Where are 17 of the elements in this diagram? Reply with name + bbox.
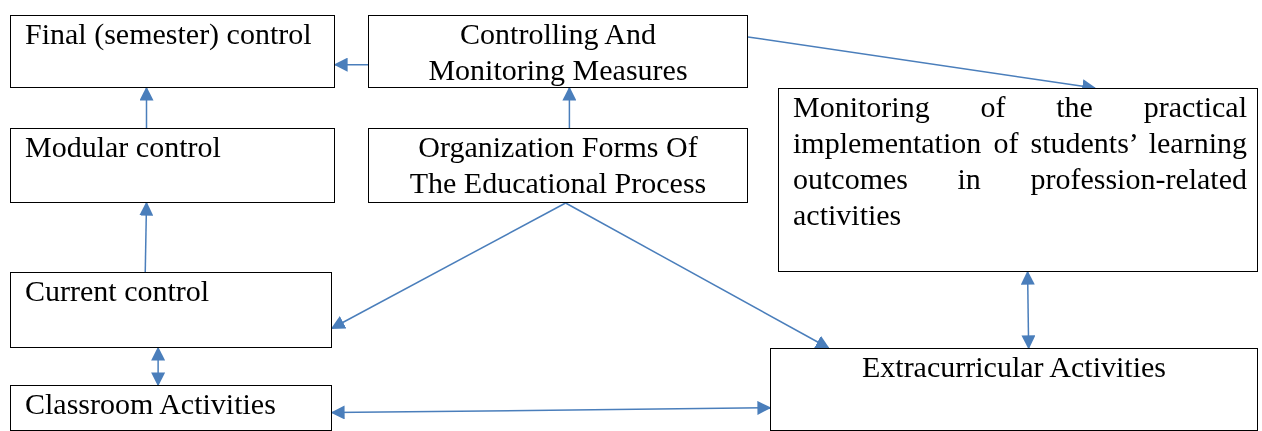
text-box: Final (semester) control <box>10 15 335 88</box>
arrow <box>564 202 830 349</box>
arrow <box>139 201 154 273</box>
arrow <box>1020 270 1036 350</box>
arrow <box>562 86 577 129</box>
text-box: Classroom Activities <box>10 385 332 431</box>
text-box: Modular control <box>10 128 335 203</box>
arrow <box>330 400 772 420</box>
text-box: Monitoring of the practical implementation of students’ learning outcomes in profession-related activities <box>778 88 1258 272</box>
arrow <box>330 202 567 329</box>
arrow <box>139 86 154 129</box>
arrow <box>333 57 369 72</box>
text-box: Current control <box>10 272 332 348</box>
text-box: Organization Forms Of The Educational Process <box>368 128 748 203</box>
text-box: Extracurricular Activities <box>770 348 1258 431</box>
arrow <box>151 346 166 387</box>
text-box: Controlling And Monitoring Measures <box>368 15 748 88</box>
